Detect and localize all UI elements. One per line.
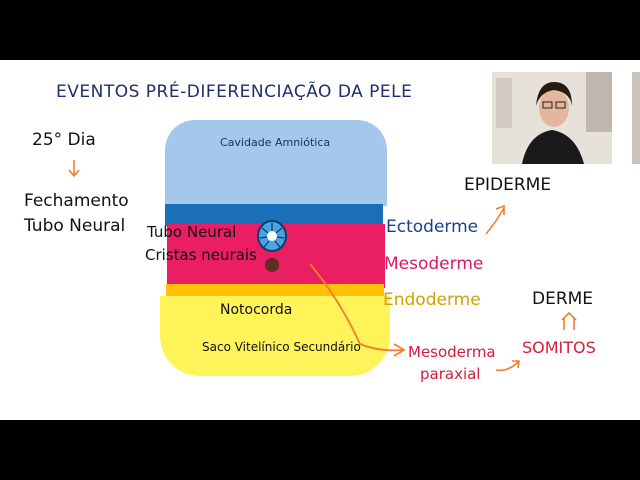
amniotic-cavity-label: Cavidade Amniótica — [220, 136, 331, 149]
epidermis-label: EPIDERME — [464, 175, 552, 195]
slide-title: EVENTOS PRÉ-DIFERENCIAÇÃO DA PELE — [56, 82, 413, 102]
neural-crests-label: Cristas neurais — [145, 246, 257, 264]
webcam-video-secondary — [632, 72, 640, 164]
webcam-video — [492, 72, 612, 164]
day-label: 25° Dia — [32, 130, 96, 150]
amniotic-cavity-layer — [165, 120, 387, 206]
paraxial-mesoderm-line2: paraxial — [420, 365, 481, 383]
ectoderm-label: Ectoderme — [386, 217, 479, 237]
closure-line2: Tubo Neural — [24, 216, 126, 236]
neural-tube-icon — [257, 220, 287, 252]
neural-crest-dot-icon — [265, 258, 279, 272]
neural-tube-label: Tubo Neural — [147, 223, 237, 241]
curved-arrow-icon — [309, 263, 406, 357]
closure-line1: Fechamento — [24, 191, 129, 211]
yolk-sac-label: Saco Vitelínico Secundário — [202, 340, 361, 354]
yolk-sac-layer — [160, 296, 390, 376]
paraxial-mesoderm-line1: Mesoderma — [408, 343, 496, 361]
up-arrow-icon — [485, 204, 505, 235]
ectoderm-layer — [165, 204, 383, 226]
endoderm-label: Endoderme — [383, 290, 481, 310]
dermis-label: DERME — [532, 289, 594, 309]
slide: EVENTOS PRÉ-DIFERENCIAÇÃO DA PELE 25° Di… — [0, 60, 640, 420]
notochord-label: Notocorda — [220, 302, 293, 318]
presenter-avatar — [492, 72, 612, 164]
somites-label: SOMITOS — [522, 338, 596, 357]
right-arrow-icon — [495, 360, 520, 372]
double-up-arrow-icon — [561, 311, 577, 330]
mesoderm-label: Mesoderme — [384, 254, 484, 274]
down-arrow-icon — [68, 160, 80, 178]
endoderm-layer — [166, 284, 384, 298]
